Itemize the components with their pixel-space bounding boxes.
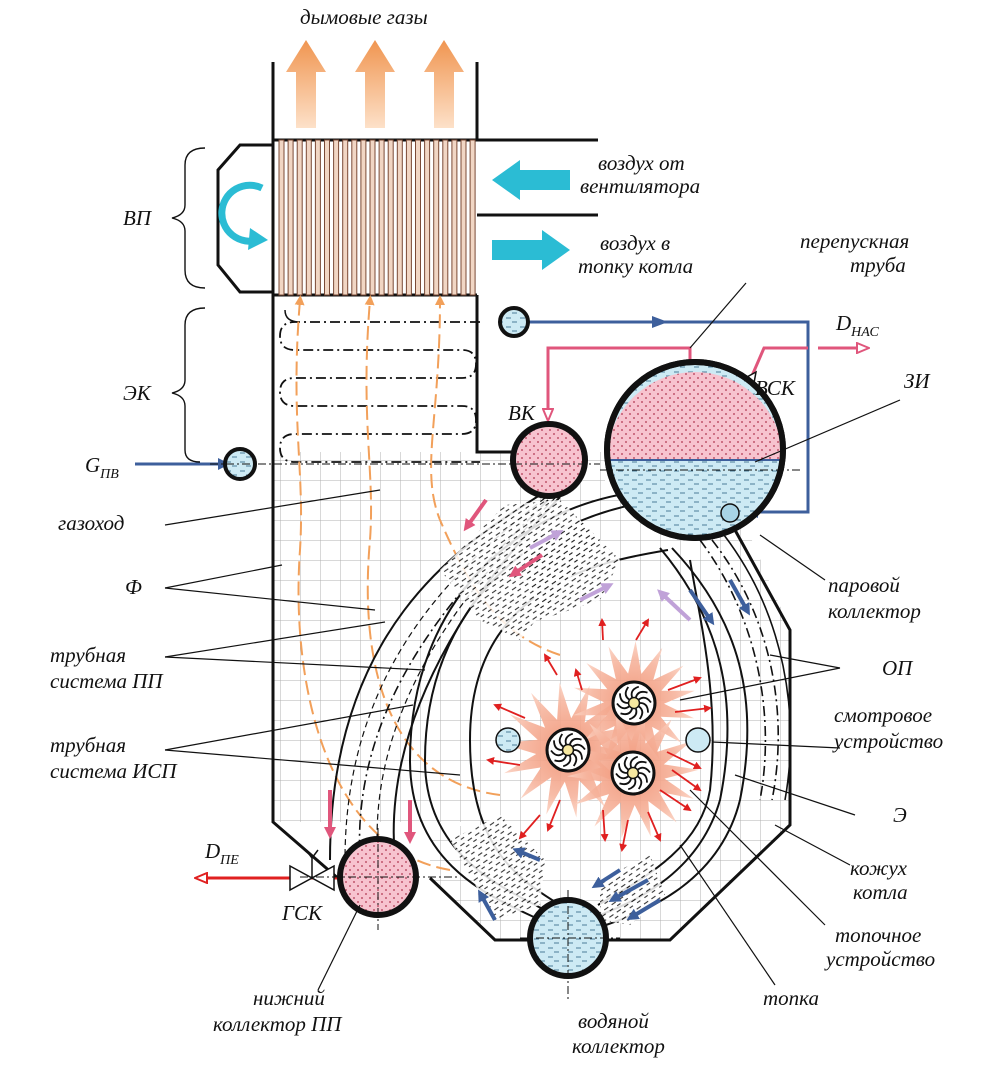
heat-arrow [635,618,650,641]
heat-arrow [543,653,558,676]
heat-arrow [671,769,702,792]
label-furnace: топка [763,986,819,1010]
label-tube-pp-1: трубная [50,643,126,667]
vp-tube [451,139,458,296]
vp-tube [360,139,367,296]
heat-arrows [486,618,712,852]
label-viewing-1: смотровое [834,703,932,727]
vp-tube [342,139,349,296]
label-e: Э [893,803,907,827]
label-casing-2: котла [853,880,908,904]
center-lines [210,463,800,1000]
vp-tube [369,139,376,296]
label-water-collector-1: водяной [578,1009,649,1033]
label-lower-collector-1: нижний [253,986,325,1010]
label-tube-pp-2: система ПП [50,669,164,693]
vp-tube [405,139,412,296]
economizer-coils [279,309,480,463]
label-tube-isp-2: система ИСП [50,759,178,783]
label-lower-collector-2: коллектор ПП [213,1012,343,1036]
heat-arrow [666,751,702,769]
air-inlet-arrow [492,160,570,200]
vp-tube [460,139,467,296]
label-gsk: ГСК [281,901,323,925]
label-burner-2: устройство [824,947,935,971]
label-zi: ЗИ [904,369,931,393]
label-water-collector-2: коллектор [572,1034,665,1058]
vp-tube [333,139,340,296]
vp-tube [387,139,394,296]
label-vp: ВП [123,206,153,230]
label-ek: ЭК [123,381,152,405]
label-steam-collector-2: коллектор [828,599,921,623]
heat-arrow [659,789,692,812]
vp-tube [442,139,449,296]
label-vsk: ВСК [755,376,796,400]
label-g-pv: GПВ [85,453,119,482]
heat-arrow [598,618,607,641]
viewing-ports [495,727,711,753]
label-d-nas: DНАС [835,311,879,340]
label-flue-gases: дымовые газы [300,5,428,29]
label-f: Ф [125,575,142,599]
label-d-pe: DПЕ [204,839,239,868]
vp-tube [351,139,358,296]
brace-vp [171,147,206,289]
burner [611,680,657,726]
economizer-collectors [223,306,530,481]
vk-collector [510,421,588,499]
heat-arrow [518,814,541,840]
label-steam-collector-1: паровой [828,573,900,597]
heat-arrow [667,676,702,691]
vp-tube [324,139,330,296]
heat-arrow [600,809,609,842]
vp-tube [278,139,285,296]
burner [610,750,656,796]
label-bypass-2: труба [850,253,906,277]
heat-arrow [493,703,526,719]
label-bypass-1: перепускная [800,229,909,253]
superheated-steam-pipe [196,849,340,892]
steam-drum [604,359,786,541]
label-air-to-furnace-1: воздух в [600,231,670,255]
vp-tube [433,139,440,296]
heat-arrow [647,811,662,842]
vp-tube [469,139,476,296]
vp-tube [424,139,431,296]
label-casing-1: кожух [850,856,908,880]
vp-tube [296,139,303,296]
circulation-arrows [324,498,750,921]
heat-arrow [546,799,561,832]
vp-tube [287,139,294,296]
label-burner-1: топочное [835,923,921,947]
label-air-to-furnace-2: топку котла [578,254,693,278]
burner [545,727,591,773]
leader-lines [164,282,901,991]
flue-gas-arrows [286,40,464,128]
heat-arrow [619,819,629,852]
label-gas-duct: газоход [58,511,124,535]
label-air-from-fan-2: вентилятора [580,174,700,198]
air-preheater [216,138,477,297]
label-viewing-2: устройство [832,729,943,753]
label-op: ОП [882,656,914,680]
label-tube-isp-1: трубная [50,733,126,757]
screen-tubes-right [699,534,792,801]
label-air-from-fan-1: воздух от [598,151,685,175]
vp-tube [314,139,321,296]
heat-arrow [674,704,712,713]
label-vk: ВК [508,401,536,425]
heat-arrow [573,668,583,691]
vp-tube [378,139,385,296]
air-outlet-arrow [492,230,570,270]
vp-tube [396,139,403,296]
vp-tube [415,139,421,296]
heat-arrow [486,756,521,766]
brace-ek [171,307,206,463]
burners [545,680,657,796]
vp-tube [305,139,312,296]
gas-path-lines [294,295,561,871]
